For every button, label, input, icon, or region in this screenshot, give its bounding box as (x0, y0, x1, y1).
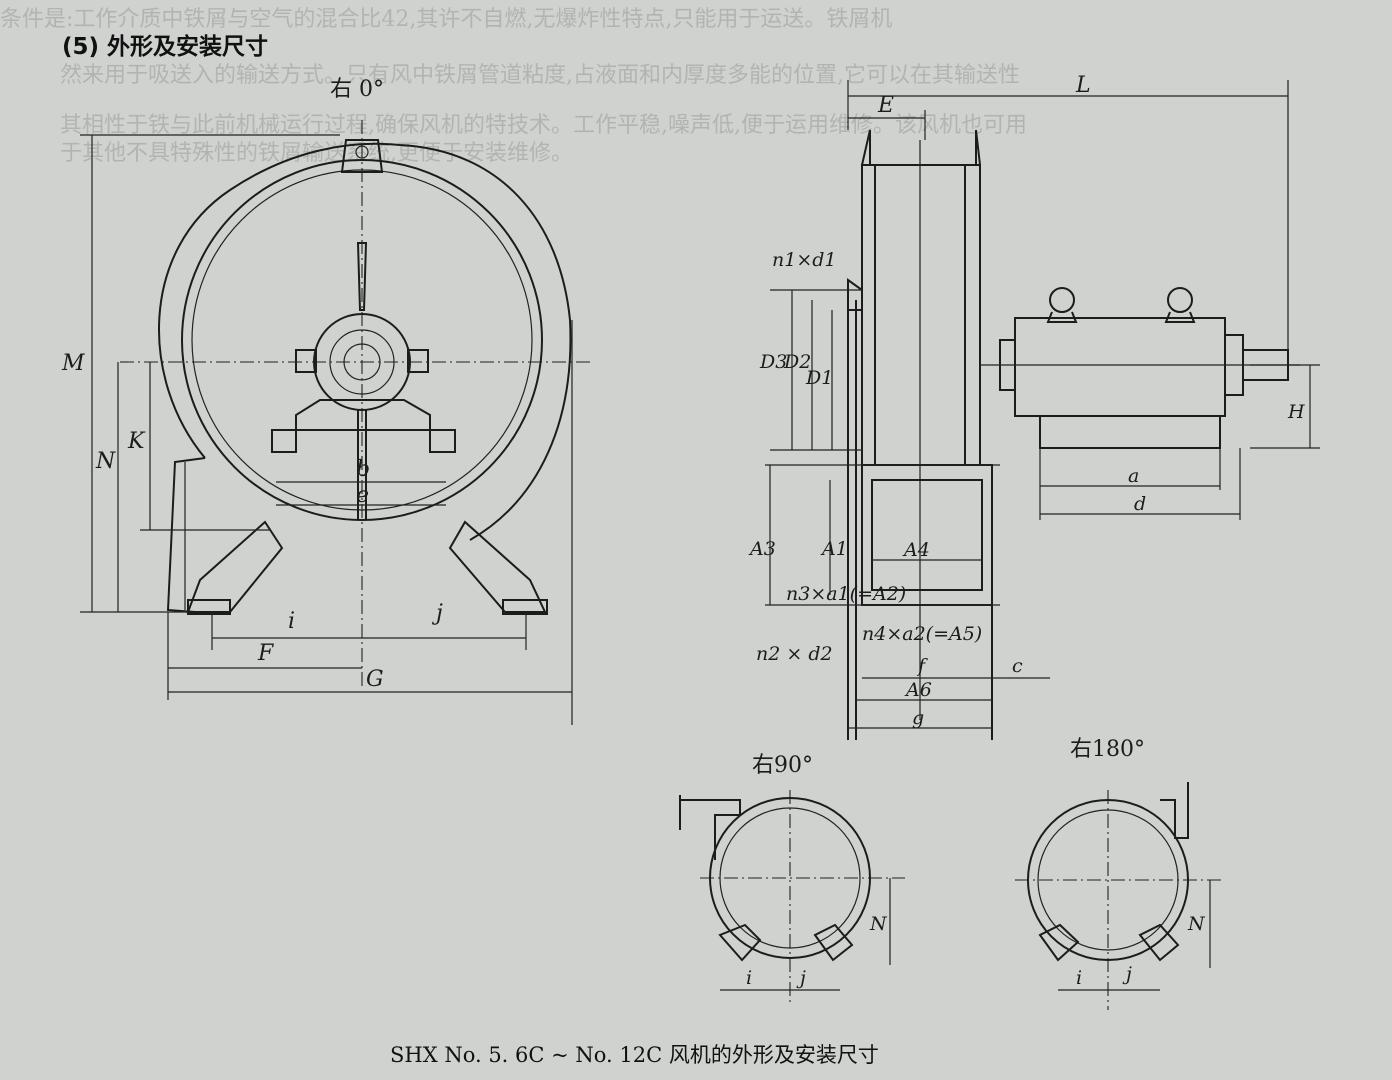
dim-E: E (877, 93, 894, 118)
dim-e: e (356, 483, 369, 508)
lifting-ring-left (1049, 287, 1075, 313)
bearing-support (271, 399, 456, 453)
dim-g: g (912, 707, 924, 729)
lifting-eye (340, 139, 384, 173)
dim-F: F (257, 641, 274, 666)
dim-n2d2: n2 × d2 (756, 643, 833, 665)
dim-n4a2: n4×a2(=A5) (862, 623, 982, 645)
view-right-90: 右90° N i j (679, 753, 905, 1005)
dim-f: f (916, 655, 928, 677)
bg-text-line: 然来用于吸送入的输送方式。只有风中铁屑管道粘度,占液面和内厚度多能的位置,它可以… (60, 63, 1020, 88)
dim-A6: A6 (904, 679, 932, 701)
dim-n1d1: n1×d1 (772, 249, 837, 271)
leg-right (448, 520, 547, 613)
main-view: 右 0° M N (61, 77, 590, 725)
dim-A3: A3 (748, 538, 776, 560)
dim-D2: D2 (783, 351, 811, 373)
housing-side (861, 164, 981, 466)
section-heading: (5) 外形及安装尺寸 (62, 33, 268, 60)
figure-caption: SHX No. 5. 6C ~ No. 12C 风机的外形及安装尺寸 (390, 1043, 879, 1067)
dim-L: L (1075, 73, 1091, 98)
dim-c: c (1012, 655, 1023, 677)
bg-text-line: 于其他不具特殊性的铁屑输送系统,更便于安装维修。 (60, 141, 573, 166)
dim-i: i (288, 609, 295, 634)
bg-text-line: 其相性于铁与此前机械运行过程,确保风机的特技术。工作平稳,噪声低,便于运用维修。… (60, 113, 1027, 138)
view-180-label: 右180° (1070, 737, 1145, 762)
dim-j: j (431, 601, 443, 626)
view-90-label: 右90° (752, 753, 813, 778)
view-right-180: 右180° N i j (1015, 737, 1225, 1010)
dim-j-180: j (1122, 963, 1132, 985)
dim-i-90: i (746, 967, 752, 989)
dim-i-180: i (1076, 967, 1082, 989)
dim-A1: A1 (820, 538, 848, 560)
dim-H: H (1287, 401, 1305, 423)
dim-A4: A4 (902, 539, 930, 561)
main-view-label: 右 0° (330, 77, 384, 102)
dim-n3a1: n3×a1(=A2) (786, 583, 906, 605)
dim-D3: D3 (759, 351, 787, 373)
dim-b: b (356, 457, 370, 482)
bg-text-line: 条件是:工作介质中铁屑与空气的混合比42,其许不自燃,无爆炸性特点,只能用于运送… (0, 7, 892, 32)
side-view: E L D3 D2 D1 n1×d1 A3 n3×a1(=A2) A1 (748, 73, 1320, 740)
dim-G: G (366, 667, 384, 692)
bearing-box (1014, 317, 1226, 417)
dim-N: N (95, 449, 116, 474)
dim-D1: D1 (805, 367, 833, 389)
dim-N-90: N (869, 913, 888, 935)
impeller-circle (181, 159, 543, 521)
dim-a: a (1128, 465, 1139, 487)
dim-K: K (127, 429, 146, 454)
volute-casing (158, 142, 572, 541)
dim-M: M (61, 351, 85, 376)
dim-N-180: N (1187, 913, 1206, 935)
dim-j-90: j (796, 967, 806, 989)
leg-left (186, 520, 284, 613)
outlet-flange (166, 457, 206, 613)
dim-d: d (1134, 493, 1146, 515)
lifting-ring-right (1167, 287, 1193, 313)
